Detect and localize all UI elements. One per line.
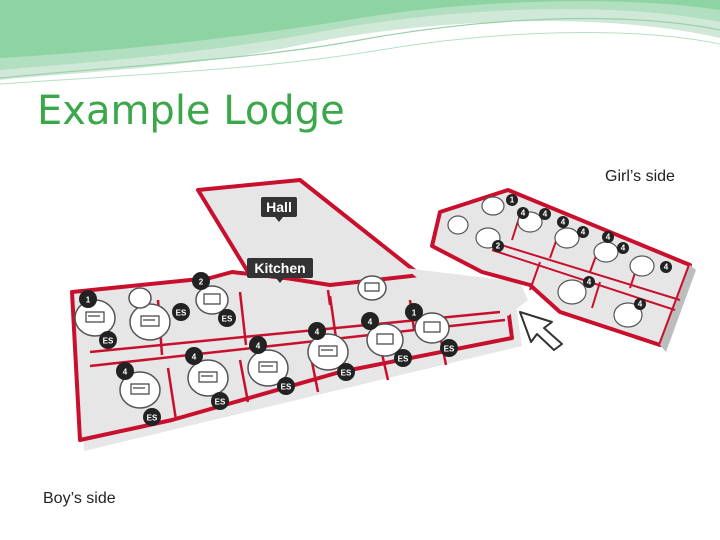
ensuite-badges: ES ES ES ES ES ES ES ES ES: [99, 303, 458, 426]
svg-text:4: 4: [521, 208, 526, 217]
svg-text:4: 4: [587, 277, 592, 286]
svg-text:1: 1: [86, 295, 91, 304]
room-number-badge: 1: [506, 194, 518, 206]
svg-text:4: 4: [621, 243, 626, 252]
room-number-badge: 4: [308, 322, 326, 340]
svg-text:4: 4: [256, 341, 261, 350]
room-number-badge: 1: [79, 290, 97, 308]
svg-text:ES: ES: [147, 413, 158, 422]
boys-side-label: Boy’s side: [43, 490, 116, 507]
ensuite-badge: ES: [337, 363, 355, 381]
svg-text:4: 4: [581, 227, 586, 236]
svg-text:4: 4: [664, 262, 669, 271]
kitchen-label: Kitchen: [254, 260, 305, 276]
svg-text:4: 4: [123, 367, 128, 376]
room-number-badge: 4: [634, 298, 646, 310]
room-number-badge: 1: [405, 303, 423, 321]
room-number-badge: 4: [557, 216, 569, 228]
svg-text:4: 4: [561, 217, 566, 226]
svg-text:ES: ES: [341, 368, 352, 377]
room-number-badge: 4: [660, 261, 672, 273]
room-number-badge: 4: [617, 242, 629, 254]
room-number-badge: 4: [517, 207, 529, 219]
svg-text:ES: ES: [222, 314, 233, 323]
svg-text:ES: ES: [215, 397, 226, 406]
ensuite-badge: ES: [394, 349, 412, 367]
svg-text:4: 4: [368, 317, 373, 326]
ensuite-badge: ES: [277, 377, 295, 395]
svg-text:1: 1: [412, 308, 417, 317]
decorative-banner: [0, 0, 720, 85]
svg-text:ES: ES: [103, 336, 114, 345]
svg-text:2: 2: [496, 241, 501, 250]
ensuite-badge: ES: [172, 303, 190, 321]
kitchen-label-pin: Kitchen: [247, 258, 313, 283]
room-number-badge: 4: [361, 312, 379, 330]
ensuite-badge: ES: [211, 392, 229, 410]
ensuite-badge: ES: [218, 309, 236, 327]
room-number-badge: 2: [492, 240, 504, 252]
slide-title: Example Lodge: [37, 88, 345, 134]
ensuite-badge: ES: [440, 339, 458, 357]
room-number-badge: 4: [116, 362, 134, 380]
ensuite-badge: ES: [143, 408, 161, 426]
svg-text:ES: ES: [398, 354, 409, 363]
room-number-badge: 4: [539, 208, 551, 220]
hall-label: Hall: [266, 199, 292, 215]
girls-side-label: Girl’s side: [605, 168, 675, 185]
svg-text:ES: ES: [176, 308, 187, 317]
room-number-badge: 4: [583, 276, 595, 288]
svg-text:ES: ES: [444, 344, 455, 353]
ensuite-badge: ES: [99, 331, 117, 349]
entrance-arrow-icon: [519, 311, 563, 351]
hall-label-pin: Hall: [261, 197, 297, 222]
room-number-badge: 4: [602, 231, 614, 243]
svg-text:4: 4: [638, 299, 643, 308]
svg-text:ES: ES: [281, 382, 292, 391]
room-number-badge: 4: [577, 226, 589, 238]
room-badges-boys: 1 2 4 4 4 4 4 1: [79, 272, 423, 380]
room-number-badge: 4: [185, 347, 203, 365]
svg-text:2: 2: [199, 277, 204, 286]
svg-text:4: 4: [543, 209, 548, 218]
room-number-badge: 2: [192, 272, 210, 290]
svg-text:4: 4: [606, 232, 611, 241]
svg-text:4: 4: [315, 327, 320, 336]
svg-text:1: 1: [510, 195, 515, 204]
room-number-badge: 4: [249, 336, 267, 354]
svg-text:4: 4: [192, 352, 197, 361]
